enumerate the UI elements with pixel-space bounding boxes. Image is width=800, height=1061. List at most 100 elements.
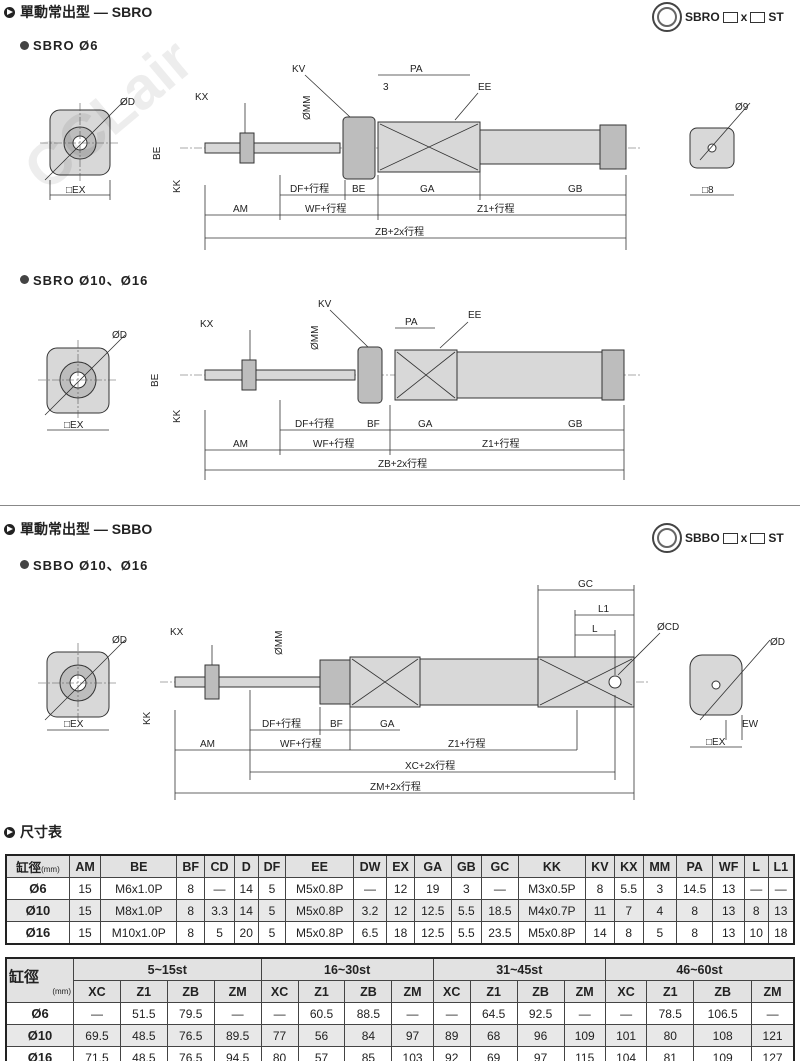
bore-label: 缸徑 (9, 968, 40, 986)
model-prefix: SBRO (685, 10, 720, 24)
table-cell: 13 (712, 877, 745, 900)
bore-cell: Ø16 (5, 1046, 74, 1061)
arrow-bullet-icon (4, 826, 15, 838)
table-cell: 15 (68, 877, 102, 900)
column-header: DW (352, 854, 388, 878)
table-cell: 109 (693, 1046, 753, 1061)
column-header: ZM (563, 980, 606, 1003)
table-cell: 5 (642, 921, 677, 945)
table-cell: 8 (675, 921, 714, 945)
table-cell: 7 (613, 899, 644, 922)
table-cell: 12 (386, 899, 416, 922)
table-cell: M8x1.0P (100, 899, 178, 922)
table-cell: 57 (297, 1046, 346, 1061)
table-cell: 13 (712, 921, 745, 945)
table-cell: M5x0.8P (285, 921, 354, 945)
bore-cell: Ø10 (5, 1024, 74, 1047)
label-ee: EE (468, 310, 482, 321)
table-cell: 79.5 (166, 1002, 215, 1025)
arrow-bullet-icon (4, 6, 15, 18)
label-z1: Z1+行程 (448, 737, 486, 750)
table-cell: 8 (176, 899, 206, 922)
column-header: XC (604, 980, 648, 1003)
table-cell: — (751, 1002, 795, 1025)
label-ex: □EX (64, 719, 84, 730)
table-cell: 3.3 (204, 899, 235, 922)
label-gb: GB (568, 184, 583, 195)
table-cell: 94.5 (213, 1046, 262, 1061)
label-d9: Ø9 (735, 102, 749, 113)
table-cell: — (352, 877, 388, 900)
label-z1: Z1+行程 (477, 202, 515, 215)
table-cell: 51.5 (119, 1002, 168, 1025)
bore-header: 缸徑(mm) (5, 957, 74, 1003)
section-title-sbro: 單動常出型 — SBRO (4, 2, 152, 22)
label-mm: ØMM (302, 96, 313, 120)
table-cell: 8 (176, 877, 206, 900)
label-kx: KX (200, 319, 214, 330)
table-cell: 3 (642, 877, 677, 900)
table-cell: 5 (257, 921, 287, 945)
section-title-text: 單動常出型 — SBRO (20, 4, 153, 20)
model-x: x (740, 531, 748, 545)
end-view-right: Ø9 □8 (689, 102, 751, 196)
table-cell: 80 (260, 1046, 299, 1061)
table-cell: 78.5 (646, 1002, 695, 1025)
label-wf: WF+行程 (313, 437, 354, 450)
label-be-vertical: BE (152, 146, 163, 160)
stroke-range-header: 5~15st (73, 957, 262, 981)
table-cell: 89 (432, 1024, 471, 1047)
table-cell: — (767, 877, 795, 900)
table-cell: 5 (257, 899, 287, 922)
table-cell: 18.5 (481, 899, 519, 922)
column-header: ZB (516, 980, 565, 1003)
model-suffix: ST (768, 531, 784, 545)
table-cell: 48.5 (119, 1046, 168, 1061)
table-cell: 69 (469, 1046, 518, 1061)
column-header: KX (613, 854, 644, 878)
box-icon (722, 532, 738, 544)
table-cell: 23.5 (481, 921, 519, 945)
label-d-right: ØD (770, 637, 785, 648)
label-mm: ØMM (274, 631, 285, 655)
label-kk: KK (142, 711, 153, 725)
dot-icon (20, 275, 29, 284)
label-be-vertical: BE (150, 373, 161, 387)
label-ex-right: □EX (706, 737, 726, 748)
label-pa: PA (410, 64, 423, 75)
table-cell: 5.5 (613, 877, 644, 900)
bore-cell: Ø16 (5, 921, 70, 945)
label-kk: KK (172, 409, 183, 423)
box-icon (722, 11, 738, 23)
table-cell: 8 (743, 899, 769, 922)
table-cell: 5.5 (450, 899, 483, 922)
label-zm: ZM+2x行程 (370, 780, 421, 793)
label-pa: PA (405, 317, 418, 328)
table-cell: 104 (604, 1046, 648, 1061)
table-cell: 10 (743, 921, 769, 945)
label-gc: GC (578, 579, 593, 590)
subtitle-sbro-10-16: SBRO Ø10、Ø16 (20, 270, 148, 289)
box-icon (750, 11, 766, 23)
table-cell: 106.5 (693, 1002, 753, 1025)
column-header: L1 (767, 854, 795, 878)
label-kx: KX (195, 92, 209, 103)
table-cell: 5.5 (450, 921, 483, 945)
table-cell: 48.5 (119, 1024, 168, 1047)
dot-icon (20, 41, 29, 50)
label-ew: EW (742, 719, 759, 730)
label-ga: GA (418, 419, 433, 430)
table-cell: 88.5 (344, 1002, 393, 1025)
